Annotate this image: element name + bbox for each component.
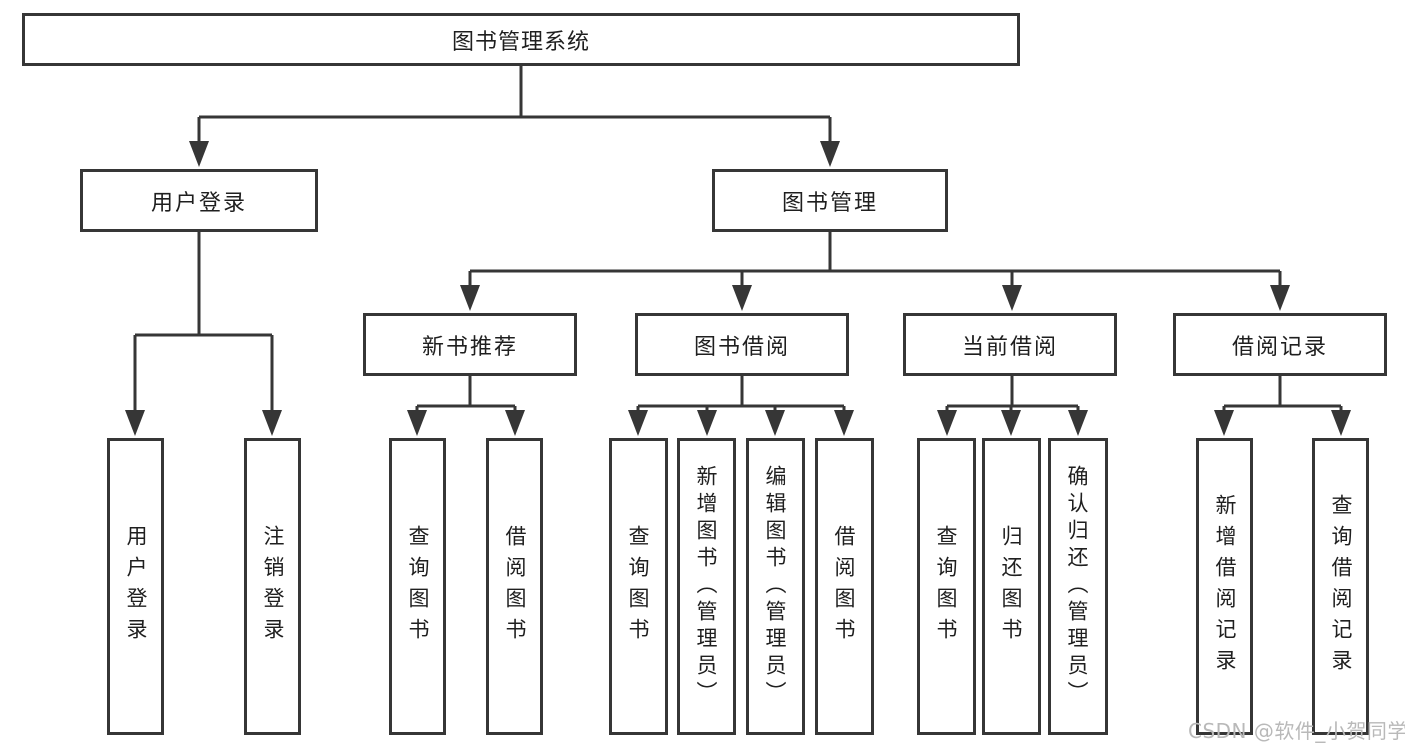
leaf-confirm-return-admin: 确认归还（管理员） — [1048, 438, 1108, 735]
leaf-logout: 注销登录 — [244, 438, 301, 735]
leaf-add-books-admin: 新增图书（管理员） — [677, 438, 736, 735]
node-borrowing-records: 借阅记录 — [1173, 313, 1387, 376]
leaf-query-books-recommend: 查询图书 — [389, 438, 446, 735]
leaf-borrow-books-borrowing: 借阅图书 — [815, 438, 874, 735]
node-new-book-recommendation: 新书推荐 — [363, 313, 577, 376]
leaf-borrow-books-recommend: 借阅图书 — [486, 438, 543, 735]
arrowheads — [125, 141, 1351, 436]
leaf-query-books-current: 查询图书 — [917, 438, 976, 735]
node-system-root: 图书管理系统 — [22, 13, 1020, 66]
leaf-return-books: 归还图书 — [982, 438, 1041, 735]
leaf-add-borrowing-record: 新增借阅记录 — [1196, 438, 1253, 735]
node-book-management: 图书管理 — [712, 169, 948, 232]
node-user-login: 用户登录 — [80, 169, 318, 232]
leaf-edit-books-admin: 编辑图书（管理员） — [746, 438, 805, 735]
node-current-borrowing: 当前借阅 — [903, 313, 1117, 376]
watermark: CSDN @软件_小贺同学 — [1188, 719, 1405, 743]
node-book-borrowing: 图书借阅 — [635, 313, 849, 376]
leaf-query-borrowing-record: 查询借阅记录 — [1312, 438, 1369, 735]
leaf-user-login: 用户登录 — [107, 438, 164, 735]
leaf-query-books-borrowing: 查询图书 — [609, 438, 668, 735]
